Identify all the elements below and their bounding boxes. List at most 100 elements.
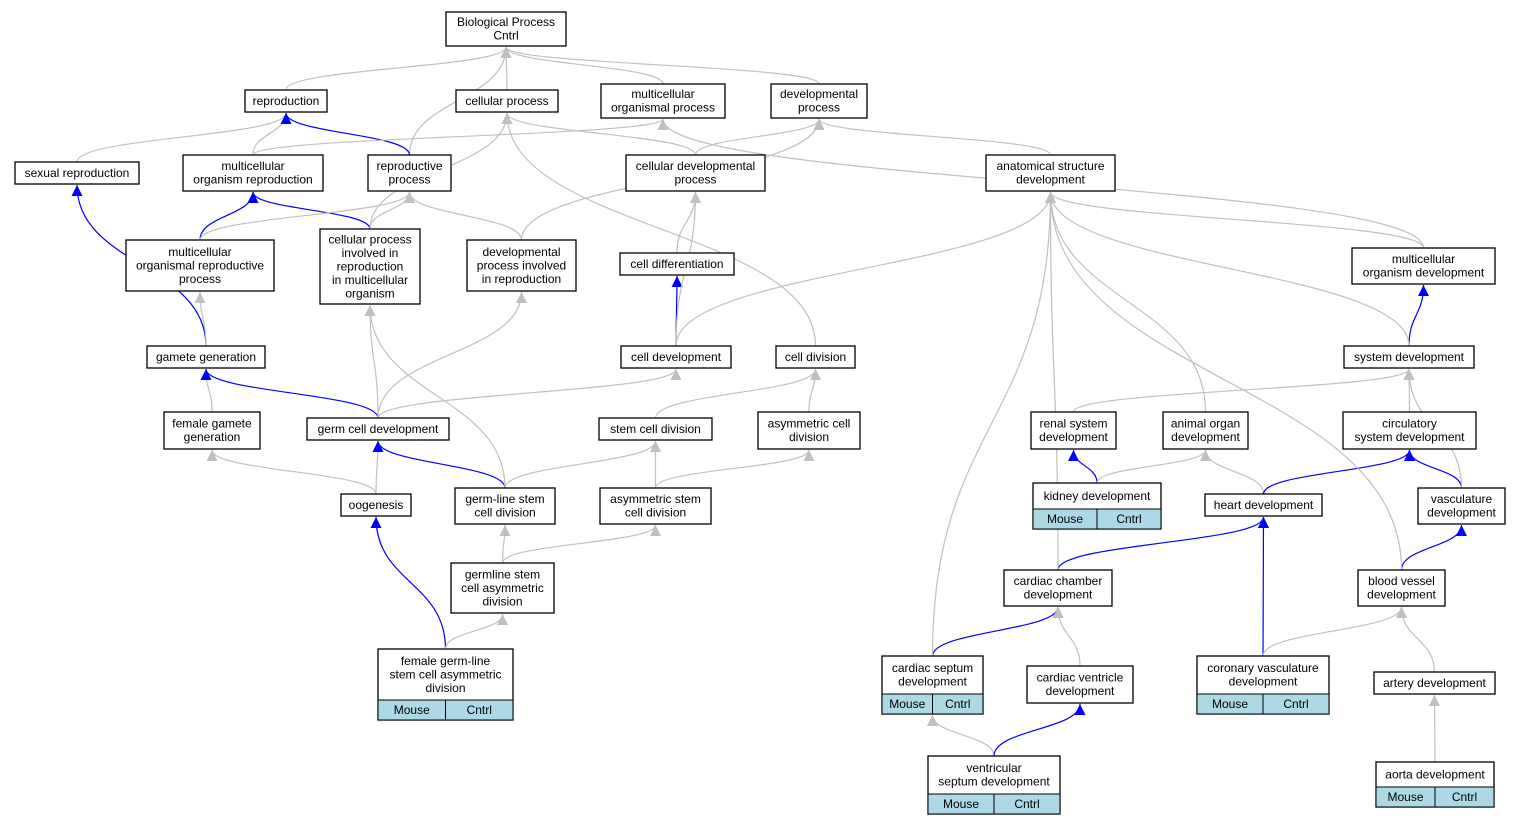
edge-gcd-to-gg (200, 368, 379, 419)
term-label-line: reproductive (376, 159, 442, 173)
term-box (770, 83, 868, 119)
edge-fglscad-to-gscad (444, 613, 508, 650)
tag-label: Mouse (1387, 790, 1423, 804)
term-label-line: reproduction (337, 259, 404, 273)
term-label-line: gamete generation (156, 350, 256, 364)
edge-sd-to-mod (1408, 284, 1429, 347)
term-label-line: process involved (477, 258, 566, 272)
term-box (445, 11, 567, 47)
term-label-line: ventricular (966, 761, 1021, 775)
term-node-cdev[interactable]: cell development (620, 345, 732, 369)
term-box (1162, 411, 1249, 450)
term-label-line: germ cell development (318, 422, 439, 436)
edge-glscd-to-gcd (372, 440, 506, 489)
term-label-line: multicellular (168, 245, 231, 259)
term-label-line: vasculature (1431, 492, 1493, 506)
term-label-line: multicellular (631, 87, 694, 101)
term-node-sd[interactable]: system development (1343, 345, 1475, 369)
term-box (244, 89, 328, 113)
edge-dp-to-bp (500, 46, 820, 85)
term-box (1417, 487, 1506, 525)
term-box (1204, 493, 1323, 517)
term-label-line: female germ-line (401, 654, 491, 668)
term-node-hd[interactable]: heart development (1204, 493, 1323, 517)
edge-ccd-to-hd (1057, 516, 1269, 571)
term-label-line: cell division (625, 506, 686, 520)
edge-vd-to-csd (1404, 449, 1463, 489)
term-label-line: development (1039, 430, 1108, 444)
term-label-line: division (789, 430, 829, 444)
term-box (340, 493, 412, 517)
edge-csepd-to-ccd (931, 606, 1064, 657)
term-node-scd[interactable]: stem cell division (598, 417, 713, 441)
term-box (1342, 411, 1477, 450)
term-node-rep[interactable]: reproduction (244, 89, 328, 113)
term-label-line: organism reproduction (193, 173, 312, 187)
edge-hd-to-aod (1200, 449, 1265, 495)
tag-label: Mouse (889, 697, 925, 711)
tag-label: Cntrl (945, 697, 970, 711)
term-box (1003, 569, 1113, 607)
term-label-line: stem cell asymmetric (389, 667, 501, 681)
term-label-line: germline stem (465, 567, 540, 581)
term-box (319, 228, 421, 305)
term-box (14, 161, 140, 185)
term-node-ad[interactable]: artery development (1373, 671, 1496, 695)
term-node-gcd[interactable]: germ cell development (306, 417, 450, 441)
term-node-oog[interactable]: oogenesis (340, 493, 412, 517)
tag-cntrl: Cntrl (993, 793, 1061, 815)
term-box (620, 345, 732, 369)
term-label-line: cellular process (465, 94, 548, 108)
term-label-line: heart development (1214, 498, 1314, 512)
term-label-line: process (388, 173, 430, 187)
edge-rsd-to-sd (1072, 368, 1415, 413)
term-box (1343, 345, 1475, 369)
tag-label: Cntrl (1452, 790, 1477, 804)
edge-cp-to-bp (500, 46, 512, 91)
term-node-sr[interactable]: sexual reproduction (14, 161, 140, 185)
term-label-line: cellular process (328, 232, 411, 246)
tag-mouse: Mouse (1375, 786, 1436, 808)
term-label-line: division (425, 681, 465, 695)
term-node-gg[interactable]: gamete generation (146, 345, 266, 369)
term-label-line: sexual reproduction (25, 166, 130, 180)
term-label-line: Biological Process (457, 15, 555, 29)
term-label-line: oogenesis (349, 498, 404, 512)
term-label-line: animal organ (1171, 417, 1240, 431)
term-label-line: development (898, 675, 967, 689)
term-label-line: multicellular (221, 159, 284, 173)
term-label-line: septum development (938, 775, 1050, 789)
term-node-cdiff[interactable]: cell differentiation (619, 252, 735, 276)
term-node-cp[interactable]: cellular process (455, 89, 559, 113)
term-node-cdiv[interactable]: cell division (775, 345, 856, 369)
